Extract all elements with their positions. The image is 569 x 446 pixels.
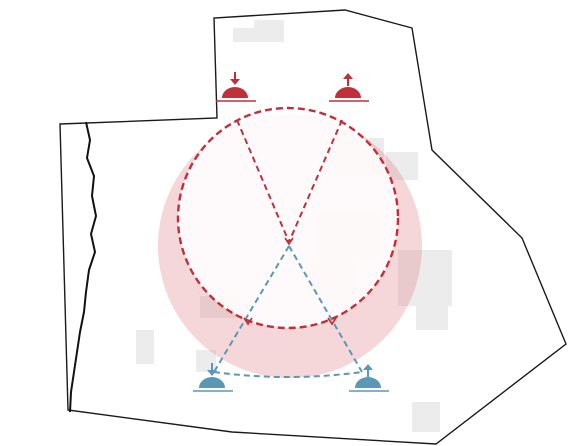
red-ray-right — [288, 119, 343, 243]
building-footprint — [416, 306, 448, 330]
blue-arc — [213, 371, 363, 378]
building-footprint — [386, 152, 418, 180]
site-boundary — [59, 9, 567, 445]
blue-rays — [213, 245, 363, 378]
red-coverage-circle — [176, 106, 400, 330]
building-footprint — [398, 250, 452, 306]
red-arrow-tick — [284, 237, 294, 246]
red-arrow-ticks — [243, 237, 337, 326]
red-ray-left — [236, 119, 290, 243]
dome-arrow-down-icon — [216, 72, 256, 102]
blue-ray-right — [288, 245, 363, 373]
coverage-inner — [178, 108, 398, 328]
building-footprint — [412, 402, 440, 432]
building-footprint — [233, 28, 255, 42]
building-footprint — [136, 330, 154, 364]
blue-ray-left — [213, 245, 290, 373]
dome-arrow-up-icon — [349, 364, 389, 392]
inner-boundary-line — [69, 121, 97, 413]
building-footprint — [254, 20, 284, 42]
red-arrow-tick — [243, 317, 253, 326]
dome-arrow-up-icon — [329, 73, 369, 102]
red-rays — [236, 119, 343, 243]
red-arrow-tick — [327, 317, 337, 326]
dome-arrow-down-icon — [193, 363, 233, 392]
